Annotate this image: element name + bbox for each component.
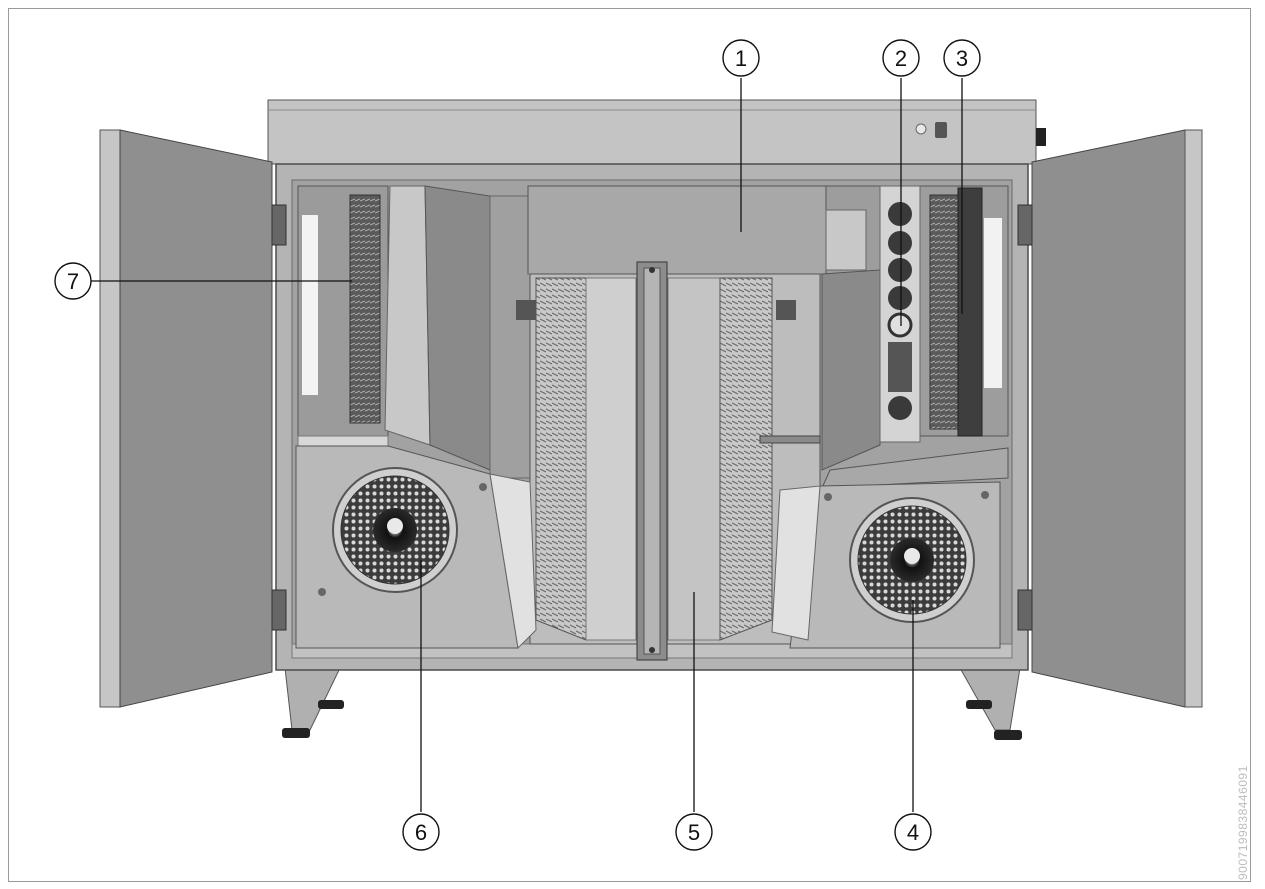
callout-label-1: 1 xyxy=(735,46,747,71)
document-code: 9007199838446091 xyxy=(1236,765,1250,880)
callout-label-6: 6 xyxy=(415,820,427,845)
figure-frame xyxy=(8,8,1251,882)
upper-center-box xyxy=(527,185,827,275)
callout-label-4: 4 xyxy=(907,820,919,845)
right-door xyxy=(1017,129,1203,708)
right-filter-chamber xyxy=(821,185,1009,471)
legs xyxy=(282,667,1022,740)
callout-label-5: 5 xyxy=(688,820,700,845)
right-fan-housing xyxy=(771,481,1001,649)
callout-label-7: 7 xyxy=(67,269,79,294)
left-fan-housing xyxy=(295,445,537,650)
callout-7: 7 xyxy=(54,262,92,300)
leader-lines xyxy=(91,78,963,812)
callout-2: 2 xyxy=(882,39,920,77)
callout-6: 6 xyxy=(402,813,440,851)
callout-4: 4 xyxy=(894,813,932,851)
callout-label-2: 2 xyxy=(895,46,907,71)
left-filter-chamber xyxy=(297,185,531,479)
top-control-box xyxy=(267,99,1046,165)
callout-1: 1 xyxy=(722,39,760,77)
callout-5: 5 xyxy=(675,813,713,851)
callout-3: 3 xyxy=(943,39,981,77)
shelves xyxy=(297,435,1009,489)
left-door xyxy=(99,129,287,708)
heat-exchanger xyxy=(516,261,821,661)
callout-label-3: 3 xyxy=(956,46,968,71)
